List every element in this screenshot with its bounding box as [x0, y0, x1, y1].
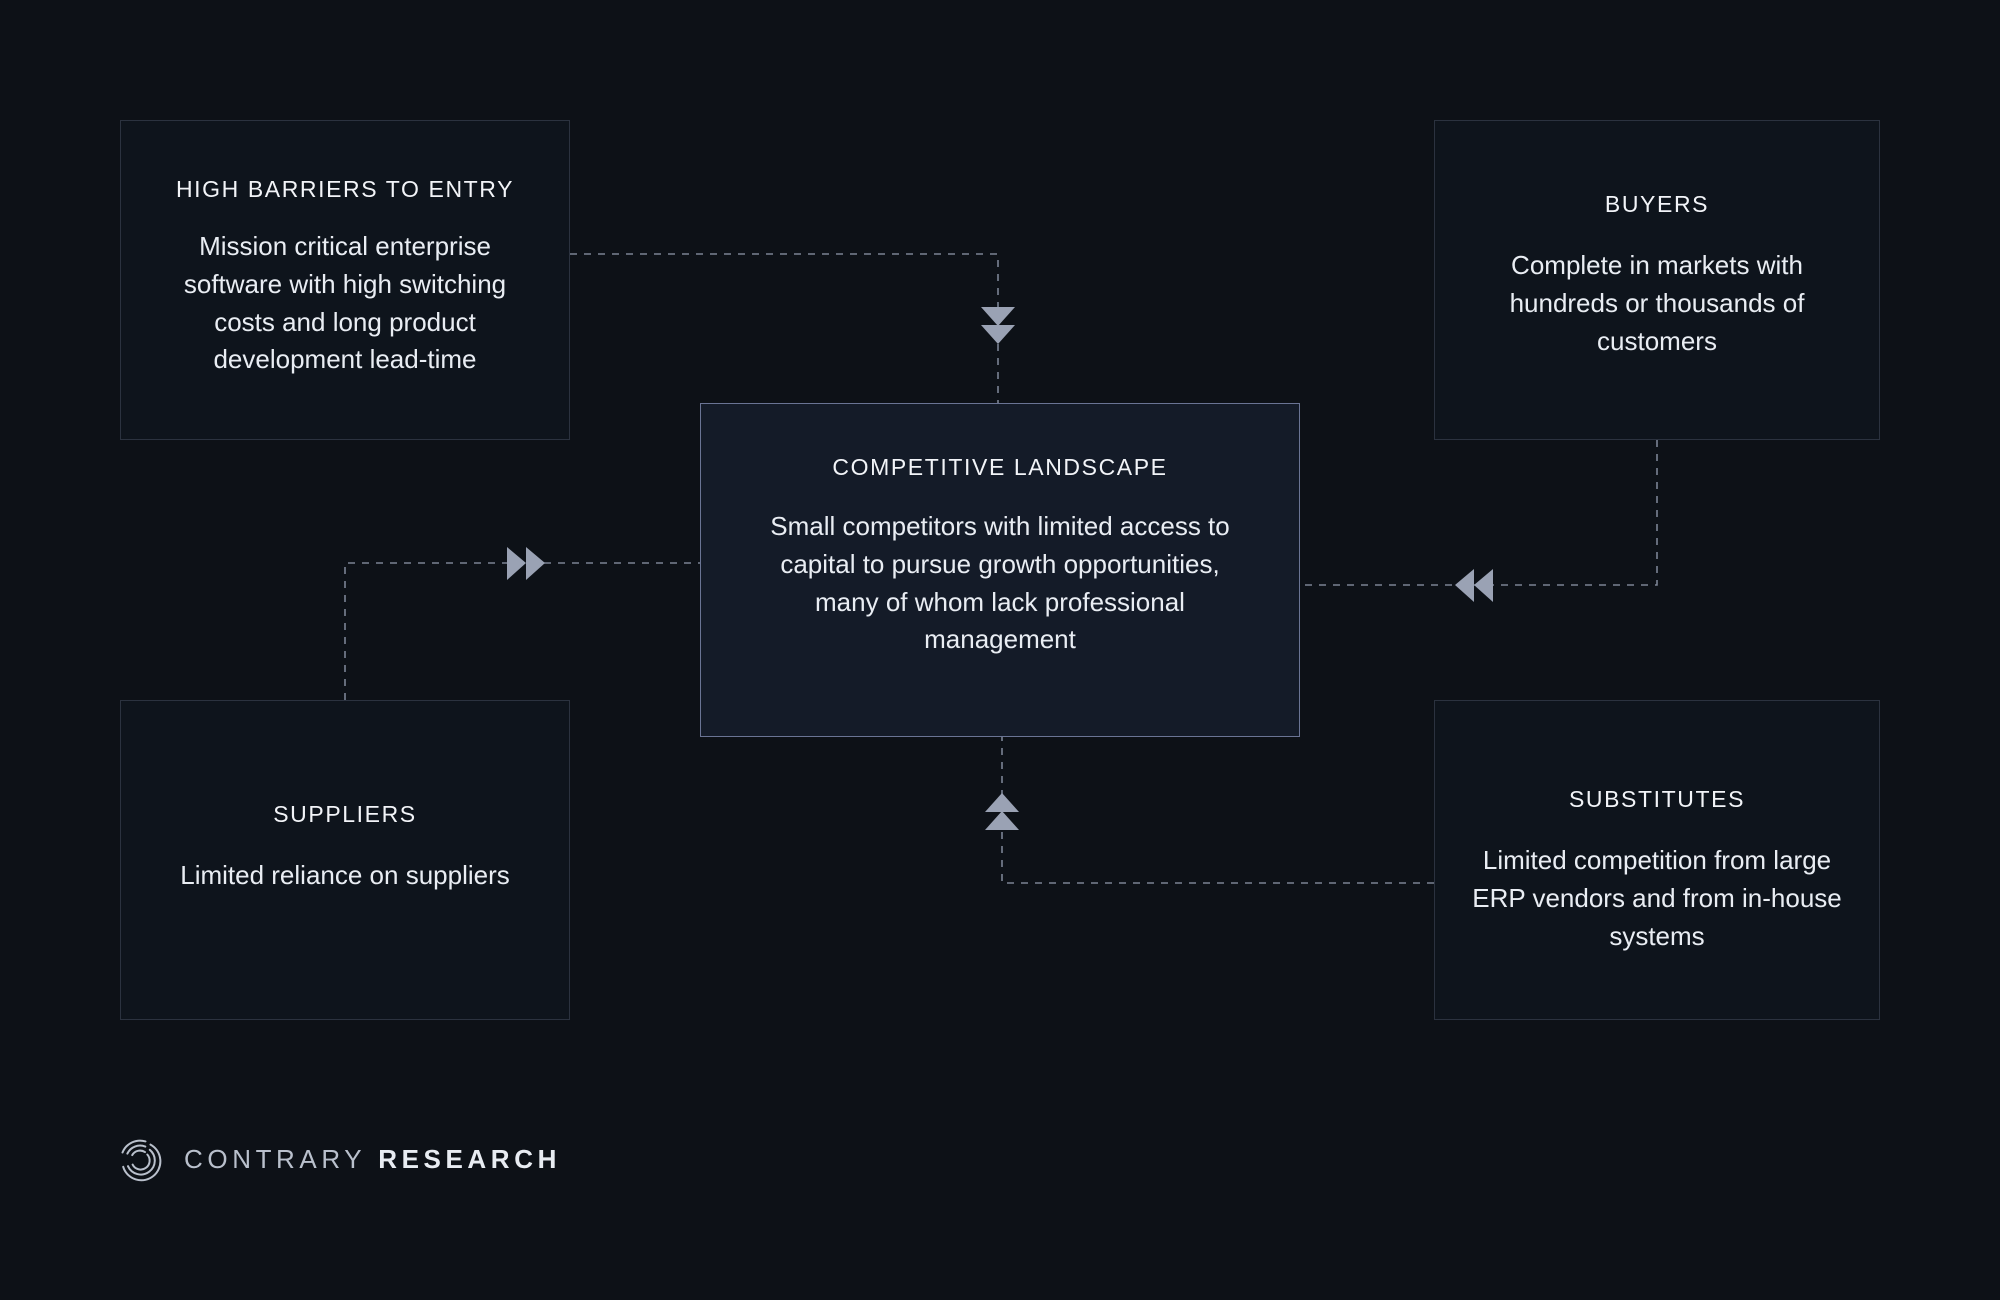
connector-suppliers-to-center — [344, 547, 700, 700]
arrowhead-left-2 — [1455, 569, 1474, 602]
node-body-barriers: Mission critical enterprise software wit… — [183, 230, 507, 375]
node-title-suppliers: SUPPLIERS — [273, 801, 417, 827]
arrowhead-up-2 — [985, 793, 1019, 812]
node-substitutes[interactable]: SUBSTITUTES Limited competition from lar… — [1434, 700, 1880, 1020]
node-buyers[interactable]: BUYERS Complete in markets with hundreds… — [1434, 120, 1880, 440]
arrowhead-right-1 — [507, 547, 526, 580]
arrowhead-left-1 — [1474, 569, 1493, 602]
node-body-substitutes: Limited competition from large ERP vendo… — [1472, 844, 1842, 951]
node-body-center: Small competitors with limited access to… — [770, 510, 1230, 655]
arrowhead-down-1 — [981, 307, 1015, 326]
arrowhead-right-2 — [526, 547, 545, 580]
connector-buyers-to-center — [1300, 440, 1658, 602]
node-body-suppliers: Limited reliance on suppliers — [180, 859, 510, 890]
arrowhead-up-1 — [985, 811, 1019, 830]
logo-word-research: RESEARCH — [378, 1143, 561, 1174]
node-title-substitutes: SUBSTITUTES — [1568, 786, 1746, 812]
logo-word-contrary: CONTRARY — [184, 1143, 367, 1174]
logo-wordmark: CONTRARY RESEARCH — [184, 1144, 561, 1175]
node-title-barriers: HIGH BARRIERS TO ENTRY — [175, 176, 515, 202]
connector-substitutes-to-center — [985, 737, 1434, 884]
contrary-spiral-icon — [121, 1139, 162, 1182]
node-body-buyers: Complete in markets with hundreds or tho… — [1509, 249, 1805, 356]
node-suppliers[interactable]: SUPPLIERS Limited reliance on suppliers — [120, 700, 570, 1020]
connector-barriers-to-center — [570, 253, 1015, 403]
contrary-research-logo: CONTRARY RESEARCH — [116, 1128, 561, 1190]
node-title-buyers: BUYERS — [1604, 191, 1710, 217]
node-title-center: COMPETITIVE LANDSCAPE — [832, 454, 1168, 480]
node-competitive-landscape[interactable]: COMPETITIVE LANDSCAPE Small competitors … — [700, 403, 1300, 737]
arrowhead-down-2 — [981, 325, 1015, 344]
node-high-barriers-to-entry[interactable]: HIGH BARRIERS TO ENTRY Mission critical … — [120, 120, 570, 440]
